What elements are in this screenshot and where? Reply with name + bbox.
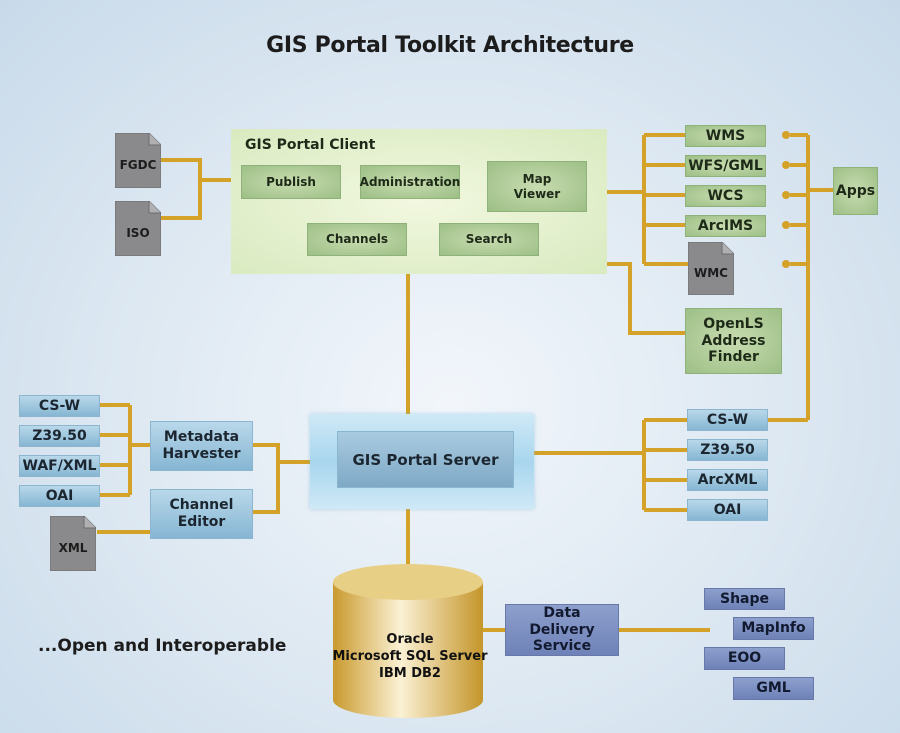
module-channels[interactable]: Channels [307,223,407,256]
interface-csw[interactable]: CS-W [687,409,768,431]
client-label: GIS Portal Client [245,137,376,153]
channel-editor[interactable]: Channel Editor [150,489,253,539]
database-db2: IBM DB2 [379,665,441,681]
metadata-harvester[interactable]: Metadata Harvester [150,421,253,471]
module-map-viewer[interactable]: Map Viewer [487,161,587,212]
harvest-source-waf-xml[interactable]: WAF/XML [19,455,100,477]
module-publish[interactable]: Publish [241,165,341,199]
service-wcs[interactable]: WCS [685,185,766,207]
database-sqlserver: Microsoft SQL Server [332,648,488,664]
document-icon [688,242,734,295]
iso-document: ISO [115,201,161,256]
server-label[interactable]: GIS Portal Server [337,431,514,488]
interface-z3950[interactable]: Z39.50 [687,439,768,461]
service-wms[interactable]: WMS [685,125,766,147]
connector-client-openls [607,262,685,335]
database-cylinder [333,564,483,718]
database-label: Oracle Microsoft SQL Server IBM DB2 [325,632,495,683]
module-administration[interactable]: Administration [360,165,460,199]
diagram-title: GIS Portal Toolkit Architecture [266,33,634,58]
format-mapinfo[interactable]: MapInfo [733,617,814,640]
document-icon [50,516,96,571]
interface-arcxml[interactable]: ArcXML [687,469,768,491]
apps-box[interactable]: Apps [833,167,878,215]
harvest-source-z3950[interactable]: Z39.50 [19,425,100,447]
format-eoo[interactable]: EOO [704,647,785,670]
document-icon [115,201,161,256]
xml-document: XML [50,516,96,571]
format-shape[interactable]: Shape [704,588,785,610]
service-wfs-gml[interactable]: WFS/GML [685,155,766,177]
format-gml[interactable]: GML [733,677,814,700]
data-delivery-service[interactable]: Data Delivery Service [505,604,619,656]
module-search[interactable]: Search [439,223,539,256]
tagline: ...Open and Interoperable [38,636,287,656]
fgdc-document: FGDC [115,133,161,188]
interface-oai[interactable]: OAI [687,499,768,521]
service-arcims[interactable]: ArcIMS [685,215,766,237]
database-oracle: Oracle [386,632,434,647]
document-icon [115,133,161,188]
openls-address-finder[interactable]: OpenLS Address Finder [685,308,782,374]
wmc-document: WMC [688,242,734,295]
harvest-source-csw[interactable]: CS-W [19,395,100,417]
connector-fgdc [160,158,202,220]
harvest-source-oai[interactable]: OAI [19,485,100,507]
